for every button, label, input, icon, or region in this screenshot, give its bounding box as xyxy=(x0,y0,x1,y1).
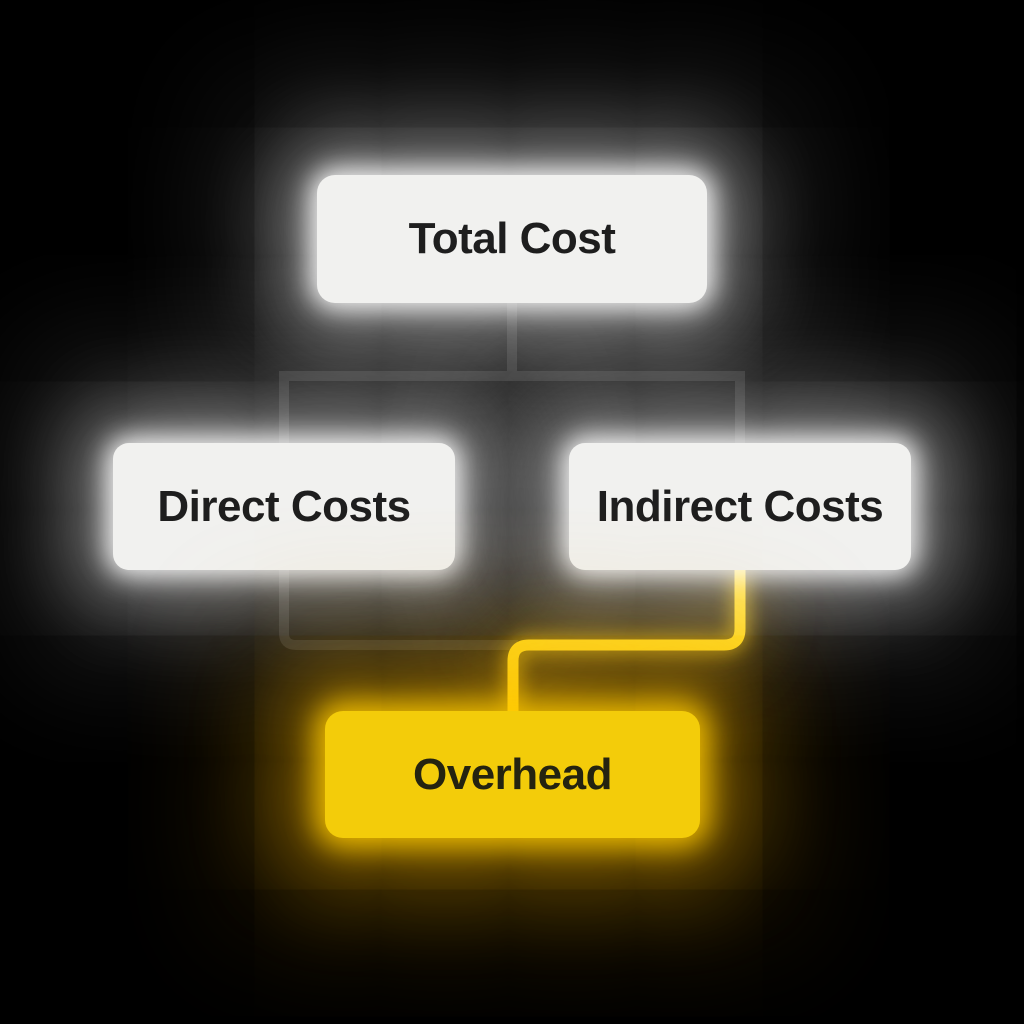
node-total-cost: Total Cost xyxy=(317,175,707,303)
edge-total-to-children xyxy=(279,300,745,447)
edge-indirect-to-overhead xyxy=(507,568,746,715)
node-indirect-costs-label: Indirect Costs xyxy=(596,481,884,531)
node-overhead-label: Overhead xyxy=(413,749,612,799)
node-direct-costs-label: Direct Costs xyxy=(157,481,411,531)
node-direct-costs: Direct Costs xyxy=(113,443,455,570)
node-total-cost-label: Total Cost xyxy=(408,214,616,263)
edge-direct-to-overhead xyxy=(279,568,518,650)
node-indirect-costs: Indirect Costs xyxy=(569,443,911,570)
node-overhead: Overhead xyxy=(325,711,700,838)
